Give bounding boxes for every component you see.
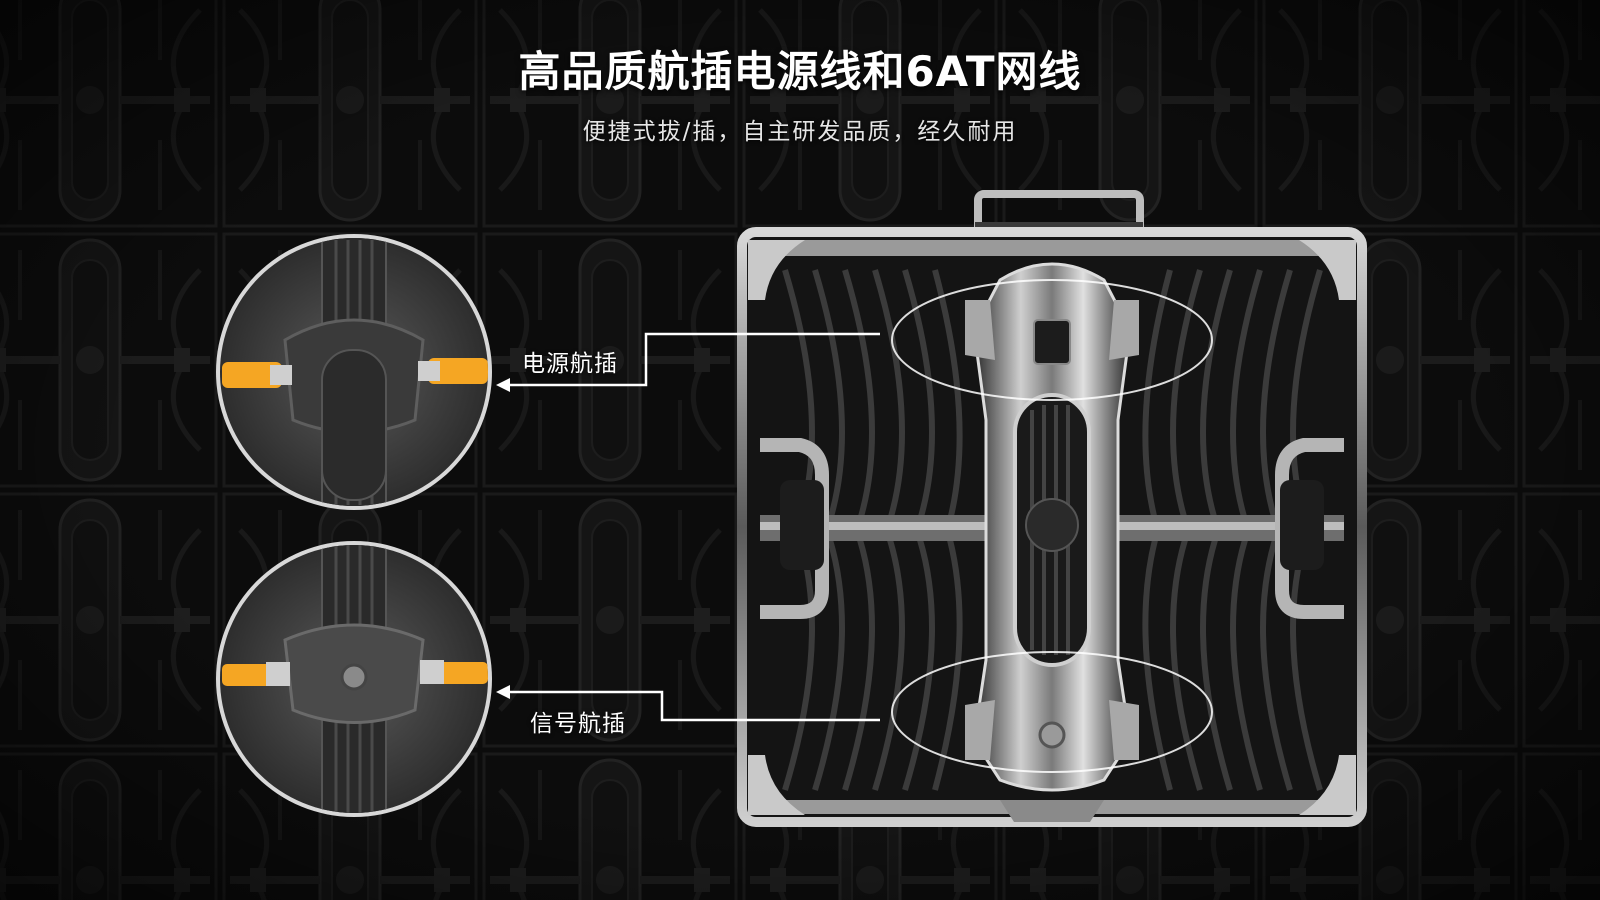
power-callout-arrow <box>496 378 510 392</box>
cabinet-power-box <box>965 262 1139 792</box>
signal-callout-line <box>504 690 880 722</box>
cabinet-ribs <box>782 269 1323 791</box>
power-connector-closeup <box>216 234 492 510</box>
page-title: 高品质航插电源线和6AT网线 <box>518 47 1082 96</box>
signal-connector-label: 信号航插 <box>530 711 626 737</box>
power-connector-highlight <box>891 279 1213 401</box>
power-plug-left <box>222 362 282 388</box>
callout-lines <box>504 332 880 722</box>
power-plug-right <box>428 358 488 384</box>
page-subtitle: 便捷式拔/插，自主研发品质，经久耐用 <box>582 119 1018 145</box>
signal-connector-highlight <box>891 651 1213 773</box>
signal-callout-arrow <box>496 685 510 699</box>
signal-connector-closeup <box>216 541 492 817</box>
signal-plug-left <box>222 664 274 686</box>
power-connector-label: 电源航插 <box>522 351 618 377</box>
signal-plug-right <box>436 662 488 684</box>
power-callout-line <box>504 332 880 387</box>
